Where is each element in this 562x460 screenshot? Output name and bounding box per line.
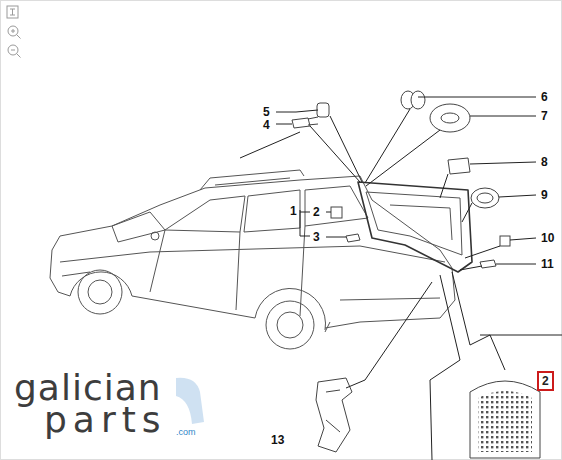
- zoom-icons: [7, 6, 21, 58]
- callout-number: 8: [541, 156, 548, 168]
- highlight-callout-box: 2: [537, 371, 554, 391]
- logo-word: parts: [44, 402, 167, 438]
- logo-word: galician: [14, 370, 162, 406]
- callout-number: 9: [541, 189, 548, 201]
- callout-number: 11: [541, 258, 554, 270]
- callout-number: 7: [541, 110, 548, 122]
- callout-number: 3: [313, 231, 320, 243]
- callout-number: 4: [263, 119, 270, 131]
- callout-number: 6: [541, 91, 548, 103]
- callout-number: 1: [290, 205, 297, 217]
- callout-number: 5: [263, 106, 270, 118]
- callout-number: 10: [541, 232, 554, 244]
- callout-number: 2: [542, 375, 549, 387]
- callout-number: 2: [313, 206, 320, 218]
- callout-number: 13: [271, 434, 284, 446]
- logo-domain: .com: [176, 428, 196, 437]
